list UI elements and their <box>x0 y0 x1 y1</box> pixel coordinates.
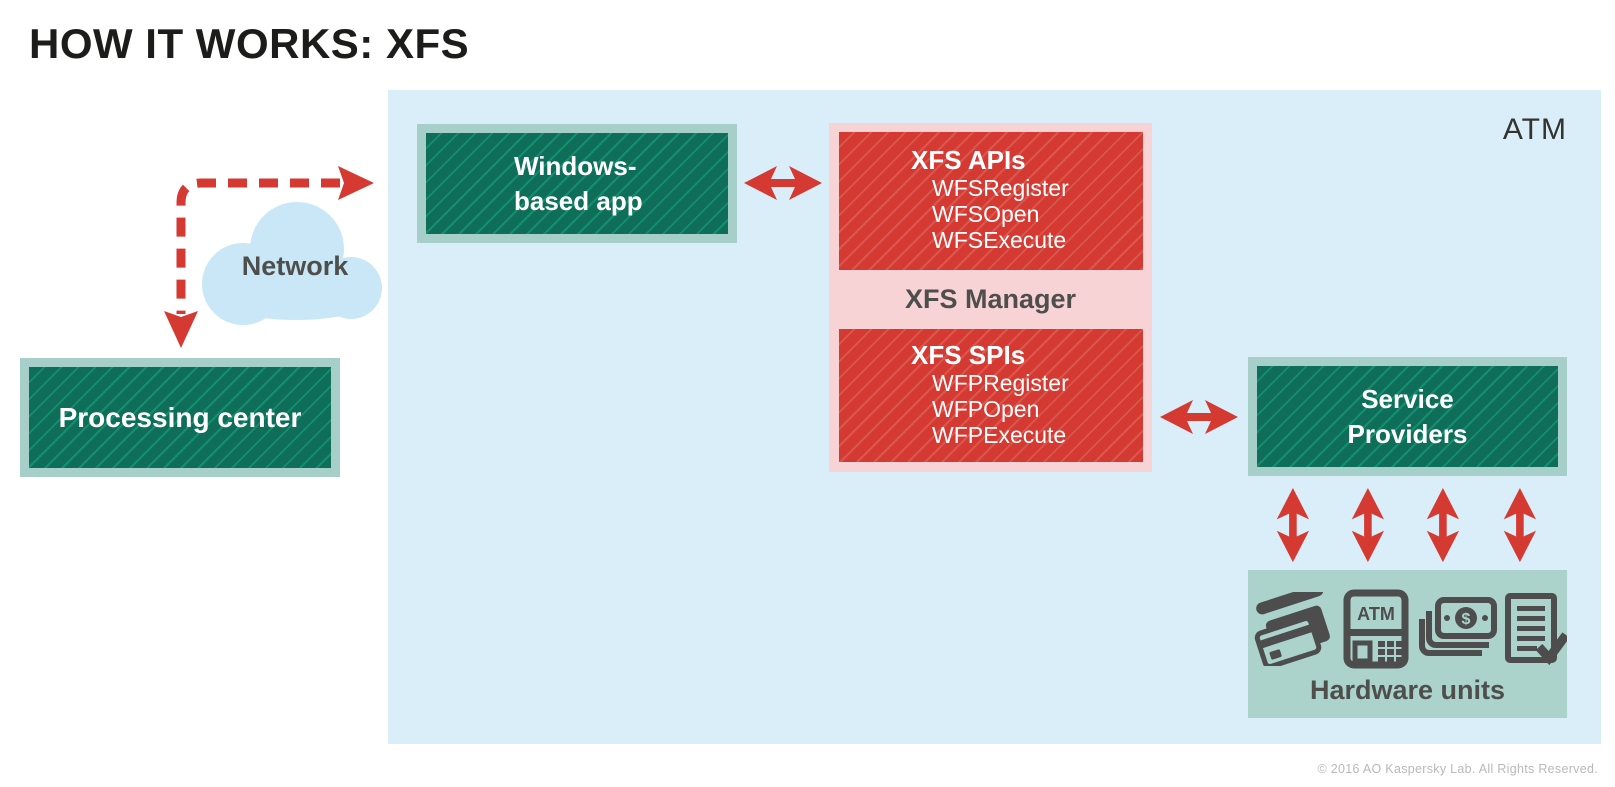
xfs-stack: XFS APIs WFSRegister WFSOpen WFSExecute … <box>829 123 1152 472</box>
dashed-arrowhead-right-icon <box>338 166 374 200</box>
xfs-manager-strip: XFS Manager <box>829 270 1152 329</box>
processing-center-box: Processing center <box>20 358 340 477</box>
xfs-spi-item: WFPOpen <box>932 396 1040 422</box>
copyright-text: © 2016 AO Kaspersky Lab. All Rights Rese… <box>1317 762 1598 776</box>
xfs-spi-box: XFS SPIs WFPRegister WFPOpen WFPExecute <box>839 329 1143 462</box>
processing-center-label: Processing center <box>58 402 302 433</box>
hardware-icons-row: ATM $ <box>1249 587 1567 671</box>
xfs-api-item: WFSOpen <box>932 201 1040 227</box>
atm-terminal-icon-label: ATM <box>1357 604 1395 624</box>
receipt-icon <box>1504 592 1567 665</box>
windows-app-label-line1: Windows- <box>514 150 637 181</box>
hardware-units-label: Hardware units <box>1309 674 1506 705</box>
xfs-spi-title: XFS SPIs <box>911 340 1026 370</box>
page-title: HOW IT WORKS: XFS <box>29 20 470 67</box>
service-providers-label: Service Providers <box>1348 382 1468 452</box>
xfs-spi-item: WFPRegister <box>932 370 1069 396</box>
dashed-arrowhead-down-icon <box>164 311 198 348</box>
atm-panel-label: ATM <box>1502 113 1567 146</box>
service-providers-label-line1: Service <box>1361 383 1454 414</box>
hardware-units-box: ATM $ <box>1248 570 1567 718</box>
xfs-manager-label: XFS Manager <box>904 284 1077 314</box>
xfs-api-title: XFS APIs <box>911 145 1026 175</box>
xfs-api-item: WFSRegister <box>932 175 1069 201</box>
cash-icon: $ <box>1418 596 1497 656</box>
network-label: Network <box>241 251 349 281</box>
windows-app-label: Windows- based app <box>514 149 643 219</box>
xfs-spi-item: WFPExecute <box>932 422 1067 448</box>
service-providers-box: Service Providers <box>1248 357 1567 476</box>
windows-app-label-line2: based app <box>514 185 643 216</box>
atm-terminal-icon: ATM <box>1343 589 1408 668</box>
card-icon <box>1254 591 1330 666</box>
windows-app-box: Windows- based app <box>417 124 737 243</box>
xfs-api-box: XFS APIs WFSRegister WFSOpen WFSExecute <box>839 132 1143 270</box>
service-providers-label-line2: Providers <box>1347 418 1468 449</box>
cash-icon-dollar: $ <box>1461 611 1470 628</box>
xfs-api-item: WFSExecute <box>932 227 1067 253</box>
